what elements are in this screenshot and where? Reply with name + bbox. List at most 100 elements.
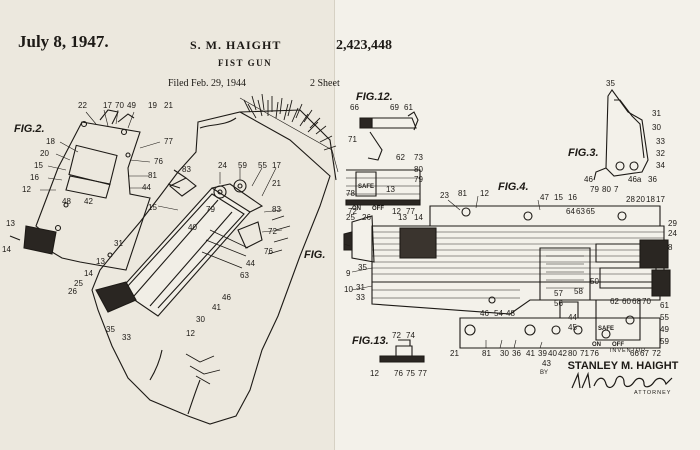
ref: 49 <box>660 325 669 334</box>
ref: 15 <box>554 193 563 202</box>
ref: 34 <box>656 161 665 170</box>
ref: 45 <box>568 323 577 332</box>
signature-block: INVENTOR STANLEY M. HAIGHT BY ATTORNEY <box>540 348 698 396</box>
ref: 35 <box>106 325 115 334</box>
ref: 63 <box>576 207 585 216</box>
ref: 24 <box>218 161 227 170</box>
ref: 79 <box>206 205 215 214</box>
fig12-ref-numerals: 66 69 61 71 62 73 80 79 13 78 72 12 77 <box>346 103 423 216</box>
ref: 81 <box>458 189 467 198</box>
ref: 12 <box>22 185 31 194</box>
fig4-off-label: OFF <box>612 342 624 348</box>
ref: 35 <box>606 79 615 88</box>
fig12-on-label: ON <box>352 206 361 212</box>
ref: 76 <box>264 247 273 256</box>
ref: 21 <box>164 101 173 110</box>
ref: 29 <box>668 219 677 228</box>
ref: 41 <box>212 303 221 312</box>
ref: 28 <box>626 195 635 204</box>
ref: 39 <box>538 349 547 358</box>
ref: 76 <box>590 349 599 358</box>
ref: 12 <box>392 207 401 216</box>
ref: 79 <box>590 185 599 194</box>
ref: 61 <box>660 301 669 310</box>
ref: 77 <box>406 207 415 216</box>
fig12-safe-label: SAFE <box>358 184 374 190</box>
ref: 30 <box>500 349 509 358</box>
fig12-off-label: OFF <box>372 206 384 212</box>
ref: 44 <box>568 313 577 322</box>
ref: 40 <box>548 349 557 358</box>
ref: 17 <box>272 161 281 170</box>
ref: 81 <box>482 349 491 358</box>
ref: 30 <box>196 315 205 324</box>
ref: 47 <box>540 193 549 202</box>
ref: 63 <box>240 271 249 280</box>
ref: 13 <box>96 257 105 266</box>
ref: 83 <box>272 205 281 214</box>
ref: 43 <box>542 359 551 368</box>
fig3-detail <box>593 89 649 181</box>
ref: 62 <box>610 297 619 306</box>
ref: 42 <box>558 349 567 358</box>
ref: 14 <box>2 245 11 254</box>
ref: 64 <box>566 207 575 216</box>
ref: 16 <box>30 173 39 182</box>
fig1-ref-numerals: 83 24 59 55 17 21 15 79 83 40 72 76 31 4… <box>68 161 281 342</box>
fig1-title: FIG. <box>304 249 325 261</box>
ref: 33 <box>656 137 665 146</box>
ref: 44 <box>246 259 255 268</box>
ref: 25 <box>74 279 83 288</box>
ref: 35 <box>358 263 367 272</box>
ref: 62 <box>396 153 405 162</box>
fig2-ref-numerals: 22 17 70 49 19 21 18 20 77 76 15 16 81 1… <box>2 101 173 254</box>
ref: 21 <box>450 349 459 358</box>
ref: 22 <box>78 101 87 110</box>
fig4-title: FIG.4. <box>498 181 529 193</box>
ref: 12 <box>186 329 195 338</box>
ref: 31 <box>356 283 365 292</box>
ref: 20 <box>40 149 49 158</box>
ref: 23 <box>440 191 449 200</box>
ref: 61 <box>404 103 413 112</box>
fig1-gun <box>95 169 264 317</box>
ref: 8 <box>668 243 673 252</box>
ref: 32 <box>656 149 665 158</box>
left-sheet <box>0 0 335 450</box>
fig13-detail <box>379 339 425 363</box>
ref: 26 <box>362 213 371 222</box>
ref: 49 <box>127 101 136 110</box>
fig13-title: FIG.13. <box>352 335 389 347</box>
ref: 30 <box>652 123 661 132</box>
ref: 36 <box>648 175 657 184</box>
ref: 80 <box>414 165 423 174</box>
ref: 24 <box>668 229 677 238</box>
ref: 72 <box>392 331 401 340</box>
ref: 12 <box>370 369 379 378</box>
ref: 42 <box>84 197 93 206</box>
ref: 57 <box>554 289 563 298</box>
ref: 69 <box>390 103 399 112</box>
ref: 74 <box>406 331 415 340</box>
ref: 55 <box>258 161 267 170</box>
ref: 18 <box>646 195 655 204</box>
ref: 70 <box>115 101 124 110</box>
ref: 67 <box>640 349 649 358</box>
ref: 58 <box>574 287 583 296</box>
ref: 76 <box>394 369 403 378</box>
ref: 72 <box>652 349 661 358</box>
ref: 44 <box>142 183 151 192</box>
ref: 26 <box>68 287 77 296</box>
fig12-detail <box>345 111 421 206</box>
ref: 36 <box>512 349 521 358</box>
ref: 46 <box>480 309 489 318</box>
ref: 80 <box>568 349 577 358</box>
ref: 15 <box>148 203 157 212</box>
ref: 77 <box>164 137 173 146</box>
fig13-ref-numerals: 72 74 12 76 75 77 <box>370 331 427 378</box>
ref: 13 <box>398 213 407 222</box>
ref: 76 <box>154 157 163 166</box>
fig4-on-label: ON <box>592 342 601 348</box>
ref: 56 <box>554 299 563 308</box>
ref: 31 <box>114 239 123 248</box>
